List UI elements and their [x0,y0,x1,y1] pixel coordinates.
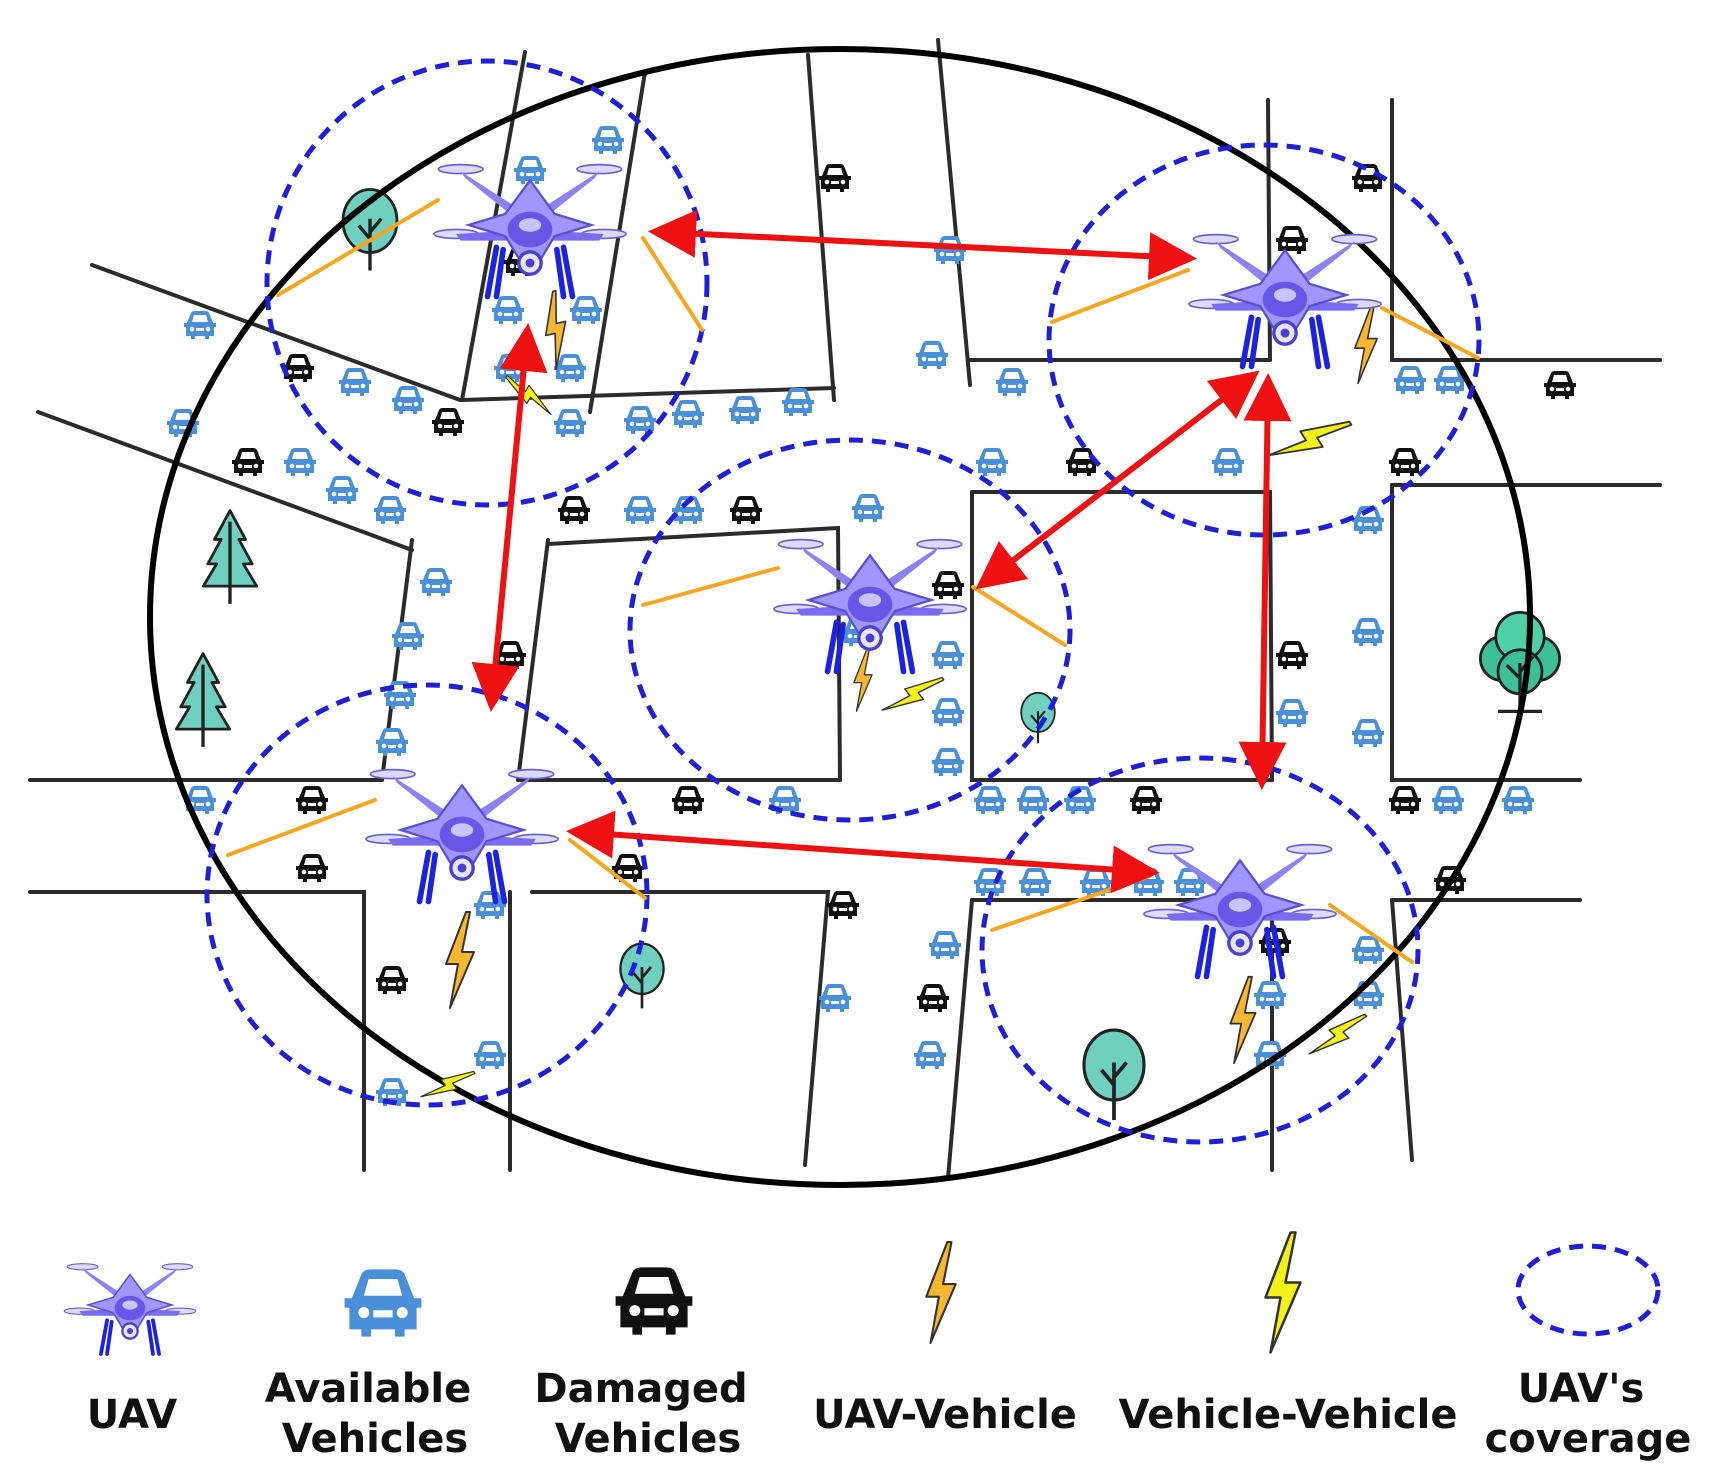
damaged-vehicle-icon [232,448,264,476]
legend: UAV Available Vehicles Damaged Vehicles … [64,1230,1692,1462]
uav-icon [434,165,626,297]
damaged-vehicle-icon [558,496,590,524]
damaged-vehicle-icon [932,571,964,599]
available-vehicle-icon [474,1041,506,1069]
available-vehicle-icon [1276,699,1308,727]
available-vehicle-icon [624,406,656,434]
available-vehicle-icon [1352,618,1384,646]
available-vehicle-icon [624,496,656,524]
damaged-vehicle-icon [827,891,859,919]
uav-vehicle-lightning-icon [853,647,873,713]
available-vehicle-icon [1019,868,1051,896]
available-vehicle-icon [554,409,586,437]
legend-coverage-label: UAV's coverage [1485,1366,1692,1462]
damaged-vehicle-icon [1276,641,1308,669]
available-vehicle-icon [932,698,964,726]
vehicle-vehicle-lightning-icon [418,1060,478,1110]
damaged-vehicle-icon [1544,371,1576,399]
network-boundary [147,46,1533,1188]
available-vehicle-icon [374,496,406,524]
damaged-vehicle-icon [1389,786,1421,814]
available-vehicle-icon [492,296,524,324]
available-vehicle-icon [852,494,884,522]
available-vehicle-icon [782,388,814,416]
available-vehicle-icon [570,296,602,324]
available-vehicle-icon [916,341,948,369]
vehicle-vehicle-lightning-icon [499,372,559,418]
available-vehicle-icon [996,368,1028,396]
vehicle-vehicle-lightning [418,372,1370,1110]
available-vehicle-icon [376,728,408,756]
available-vehicle-icon [392,622,424,650]
available-vehicle-icon [344,1269,422,1337]
vehicle-vehicle-lightning-icon [1265,405,1355,475]
tree-icon [1478,610,1562,714]
available-vehicle-icon [932,641,964,669]
tree-icon [1020,691,1056,745]
vehicle-vehicle-lightning-icon [1263,1230,1303,1355]
uav-icon [366,770,558,902]
coverage-circle [204,682,650,1108]
available-vehicle-icon [974,786,1006,814]
available-vehicle-icon [819,984,851,1012]
tree-icon [619,942,665,1010]
available-vehicle-icon [729,396,761,424]
damaged-vehicle-icon [296,786,328,814]
uav-icon [64,1264,196,1354]
damaged-vehicle-icon [917,984,949,1012]
available-vehicle-icon [339,368,371,396]
uav-icon [1144,845,1336,977]
legend-uav-label: UAV [87,1392,177,1438]
uav-vehicle-lightning-icon [444,910,476,1010]
legend-damaged-label: Damaged Vehicles [534,1366,761,1462]
available-vehicle-icon [1017,786,1049,814]
uav-vehicle-links [226,198,1480,964]
uav-uav-links [471,209,1292,894]
uav-icon [1189,235,1381,367]
available-vehicle-icon [1502,786,1534,814]
available-vehicle-icon [592,126,624,154]
damaged-vehicle-icon [730,496,762,524]
damaged-vehicle-icon [1130,786,1162,814]
available-vehicle-icon [976,448,1008,476]
coverage-icon [1515,1243,1661,1337]
tree-icon [174,651,232,748]
available-vehicle-icon [929,931,961,959]
damaged-vehicle-icon [296,854,328,882]
uav-vehicle-lightning-icon [1353,305,1379,385]
damaged-vehicle-icon [1389,448,1421,476]
available-vehicle-icon [934,236,966,264]
available-vehicle-icon [184,311,216,339]
legend-available-label: Available Vehicles [265,1366,485,1462]
available-vehicle-icon [420,568,452,596]
tree-icon [1082,1028,1146,1122]
damaged-vehicle-icon [432,408,464,436]
available-vehicle-icon [1254,981,1286,1009]
damaged-vehicle-icon [615,1267,693,1335]
available-vehicle-icon [1212,448,1244,476]
available-vehicle-icon [672,400,704,428]
available-vehicle-icon [1394,366,1426,394]
damaged-vehicle-icon [1276,226,1308,254]
damaged-vehicle-icon [819,164,851,192]
uav-vehicle-lightning-icon [925,1240,957,1345]
damaged-vehicle-icon [672,786,704,814]
available-vehicle-icon [1352,719,1384,747]
damaged-vehicle-icon [376,966,408,994]
available-vehicle-icon [392,386,424,414]
available-vehicle-icon [932,748,964,776]
available-vehicle-icon [284,448,316,476]
tree-icon [201,508,259,605]
available-vehicle-icon [914,1041,946,1069]
available-vehicle-icon [1432,786,1464,814]
damaged-vehicle-icon [282,354,314,382]
coverage-circle [979,755,1421,1145]
available-vehicle-icon [326,476,358,504]
legend-vehicle-vehicle-label: Vehicle-Vehicle [1119,1392,1458,1438]
uav-vehicle-lightning-icon [1229,975,1257,1065]
legend-uav-vehicle-label: UAV-Vehicle [813,1392,1077,1438]
